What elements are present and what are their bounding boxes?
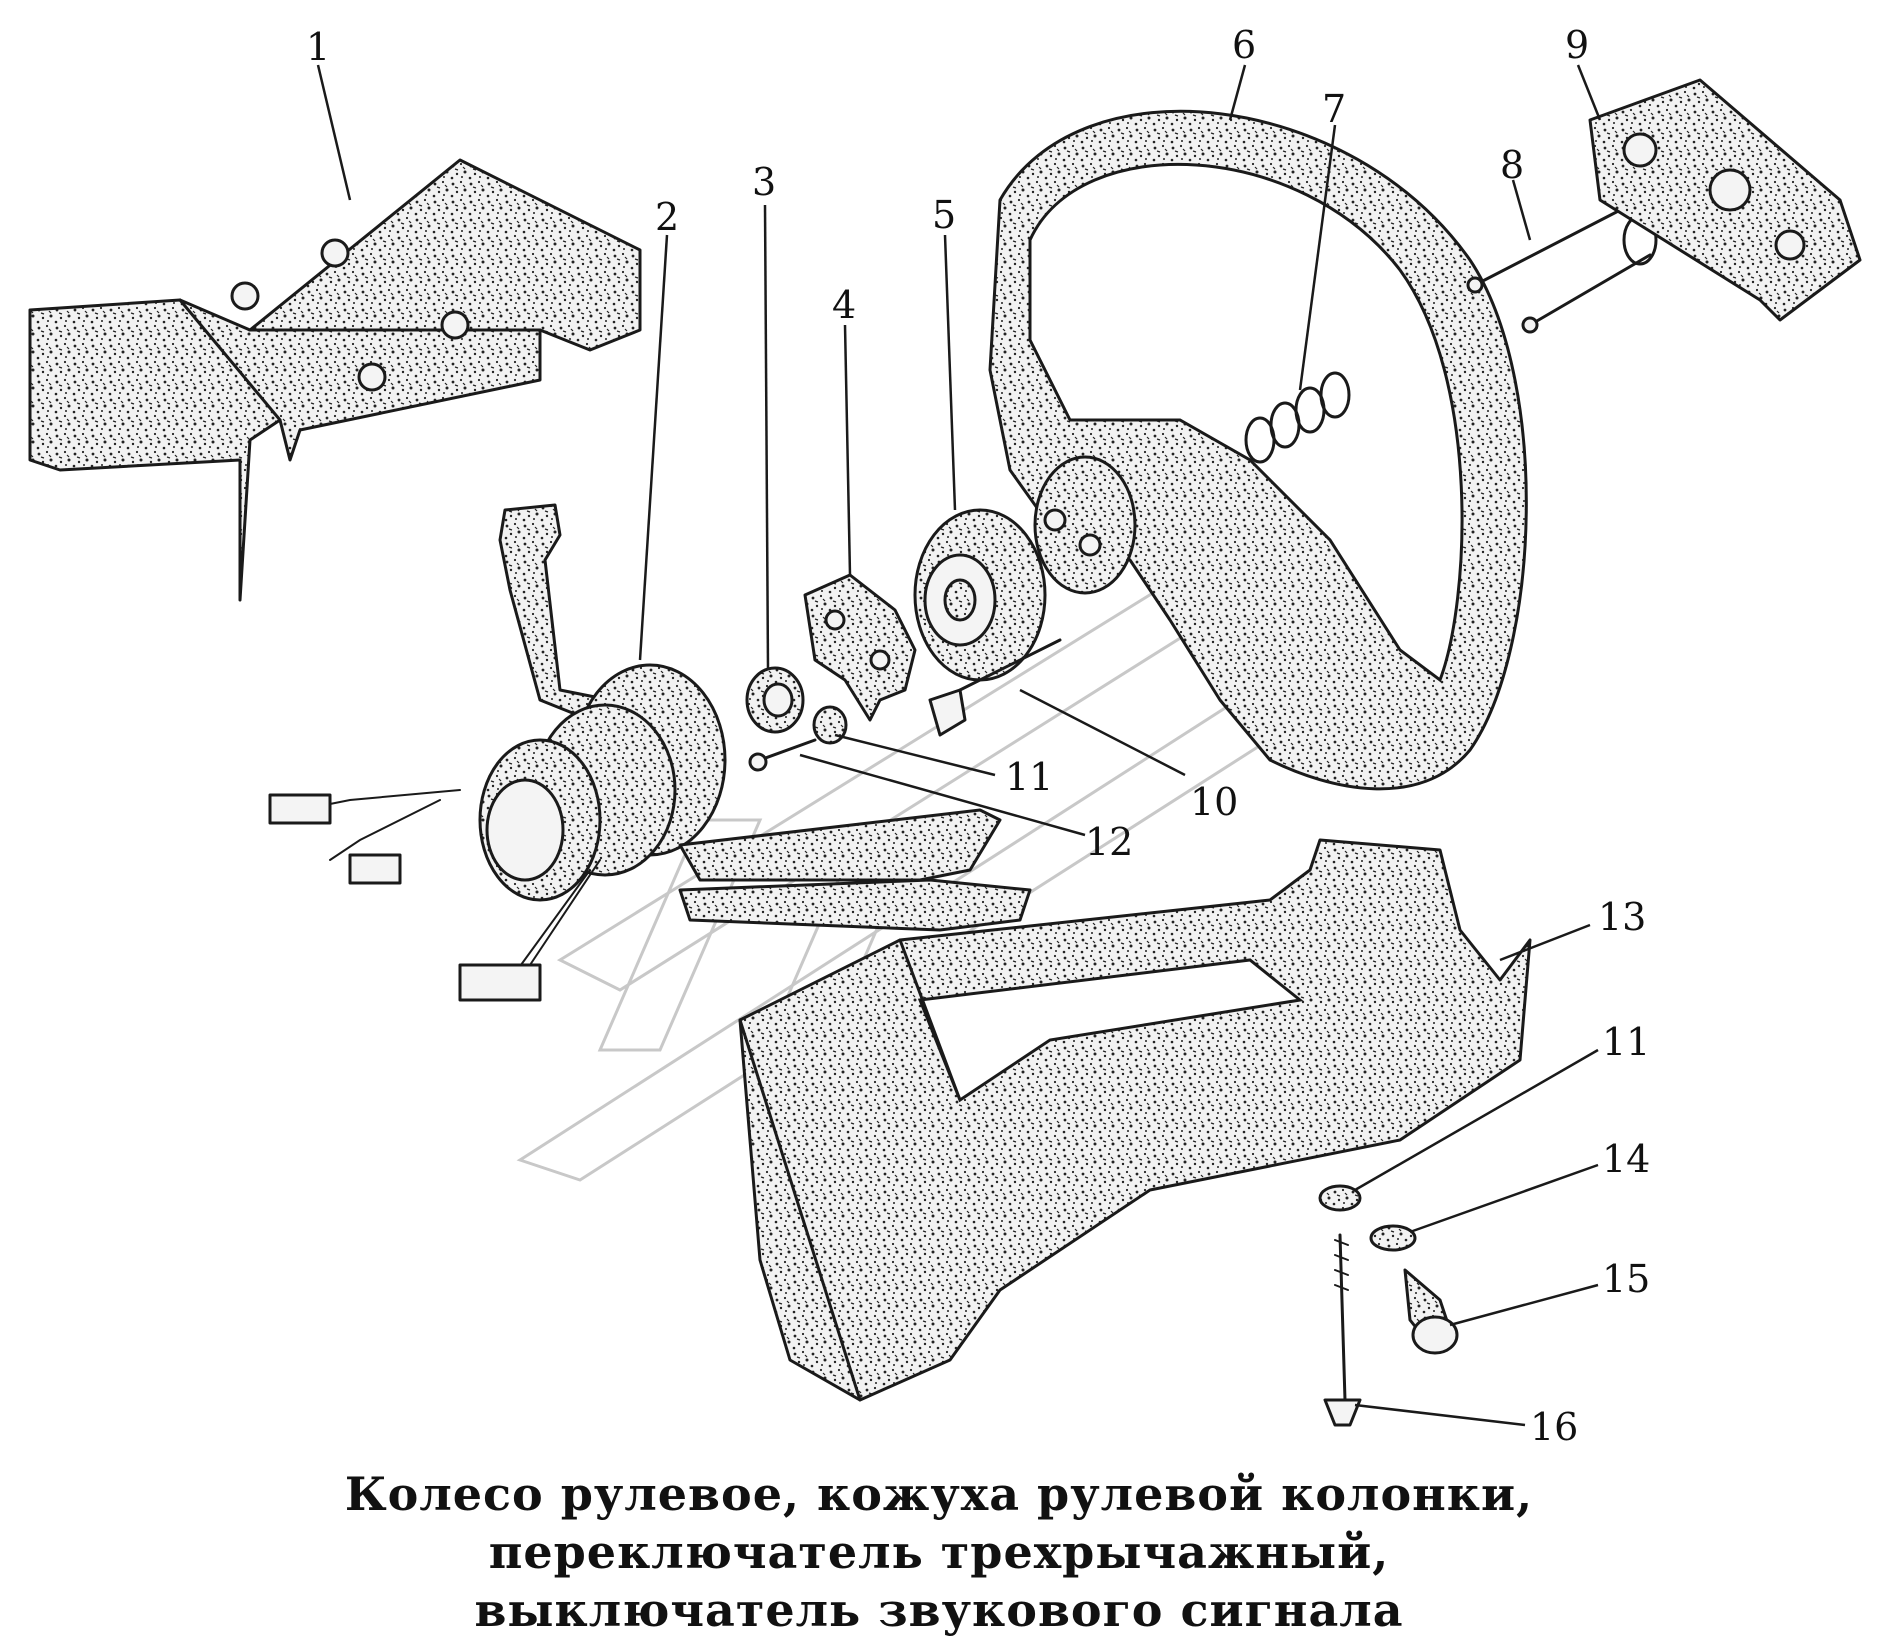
caption-line-1: Колесо рулевое, кожуха рулевой колонки, (344, 1467, 1534, 1521)
callout-15: 15 (1602, 1257, 1650, 1301)
pins (1466, 203, 1658, 334)
callout-12: 12 (1085, 820, 1133, 864)
callout-14: 14 (1602, 1137, 1650, 1181)
self-tapping-screw (1403, 1268, 1459, 1355)
callout-16: 16 (1530, 1405, 1578, 1449)
callout-2: 2 (655, 195, 679, 239)
three-lever-switch (268, 503, 1032, 1002)
upper-column-cover (28, 158, 642, 602)
callout-3: 3 (752, 160, 776, 204)
washer-lower (1318, 1184, 1362, 1212)
diagram-caption: Колесо рулевое, кожуха рулевой колонки, … (0, 1465, 1878, 1639)
callout-8: 8 (1500, 143, 1524, 187)
washer-upper (812, 705, 848, 745)
callout-6: 6 (1232, 23, 1256, 67)
callout-11-upper: 11 (1005, 755, 1053, 799)
callout-5: 5 (932, 193, 956, 237)
long-screw (1323, 1233, 1362, 1427)
leader-lines (316, 64, 1602, 1427)
hub-flange (913, 508, 1047, 682)
callout-7: 7 (1322, 87, 1346, 131)
callout-1: 1 (306, 25, 330, 69)
bolt (928, 638, 1062, 737)
callout-13: 13 (1598, 895, 1646, 939)
callout-10: 10 (1190, 780, 1238, 824)
contact-ring (803, 573, 917, 722)
caption-line-3: выключатель звукового сигнала (474, 1583, 1404, 1637)
callout-9: 9 (1565, 23, 1589, 67)
horn-spring (1244, 371, 1351, 464)
screw (748, 738, 817, 772)
bushing (745, 666, 805, 734)
spring-washer (1369, 1224, 1417, 1252)
caption-line-2: переключатель трехрычажный, (488, 1525, 1390, 1579)
steering-wheel (988, 109, 1528, 791)
horn-button-panel (1588, 78, 1862, 322)
callout-4: 4 (832, 283, 856, 327)
callout-labels: 1 2 3 4 5 6 7 8 9 10 11 12 13 11 14 15 1… (306, 23, 1650, 1449)
callout-11-lower: 11 (1602, 1020, 1650, 1064)
lower-column-cover (738, 838, 1532, 1402)
